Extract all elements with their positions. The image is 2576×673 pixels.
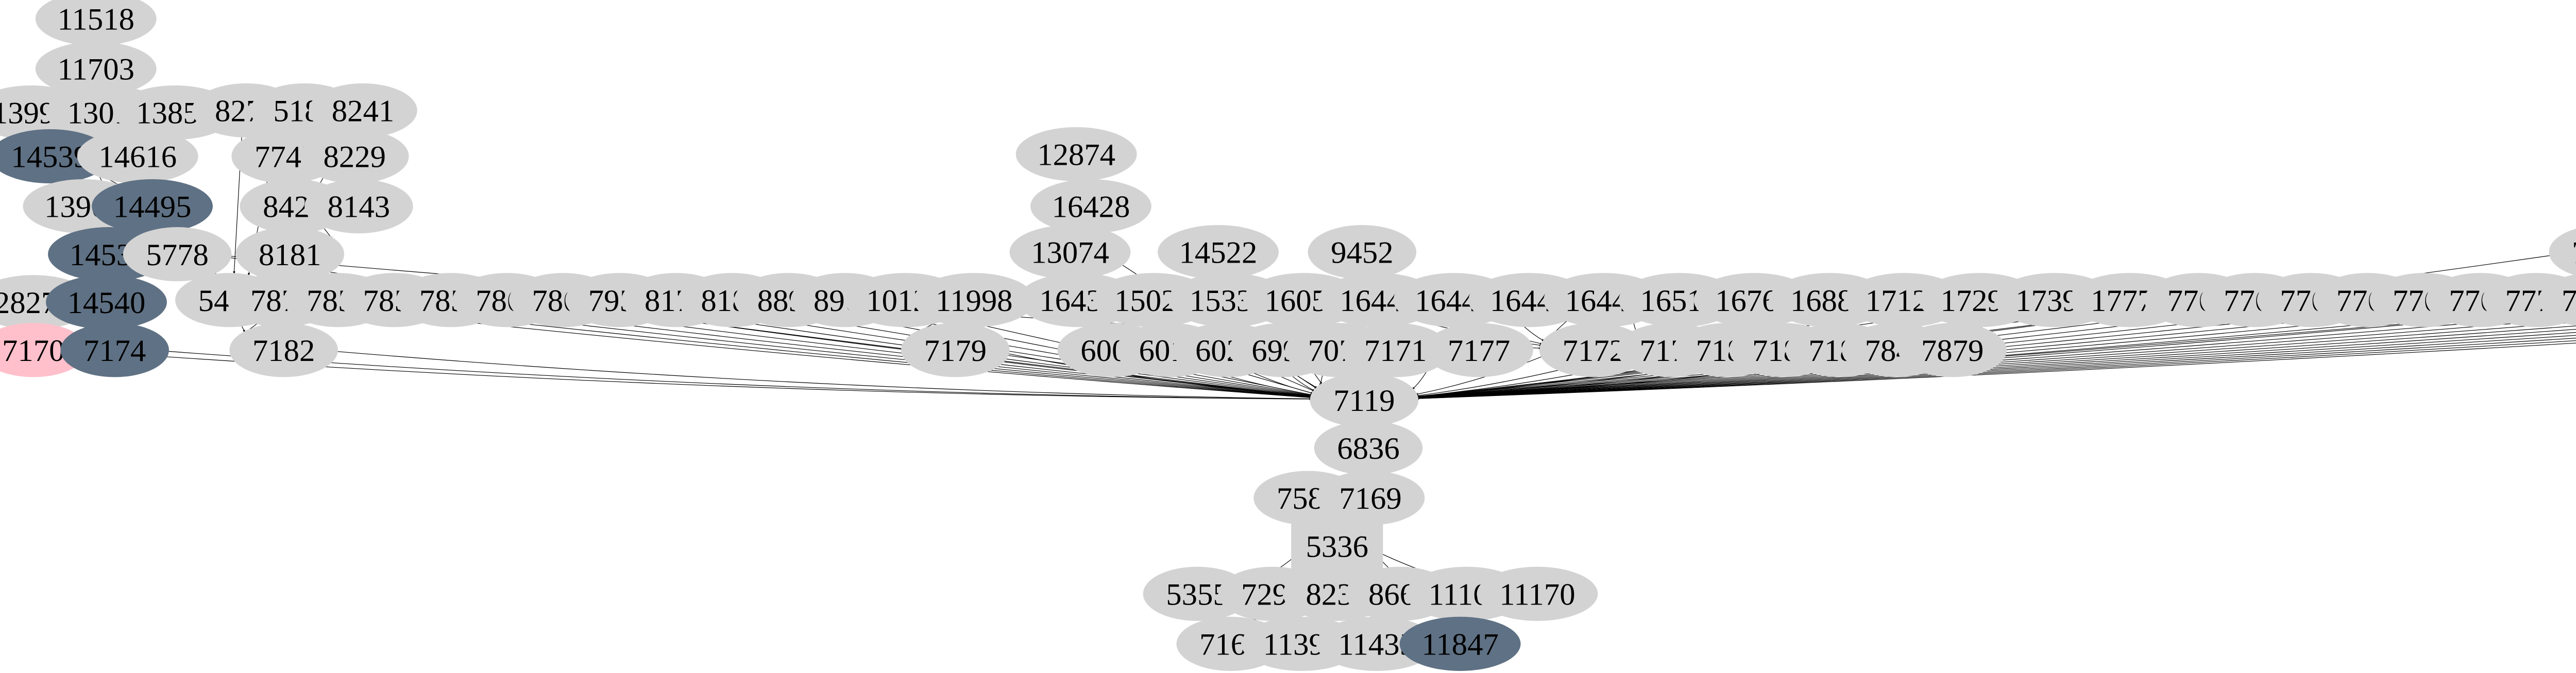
node-ellipse[interactable]	[35, 0, 157, 46]
graph-edge	[1005, 353, 1314, 401]
node-ellipse[interactable]	[1316, 471, 1425, 525]
node-ellipse[interactable]	[1898, 323, 2007, 377]
node-ellipse[interactable]	[1308, 225, 1417, 280]
node-ellipse[interactable]	[1310, 373, 1419, 427]
graph-edge	[1415, 301, 2576, 403]
node-ellipse[interactable]	[309, 83, 417, 138]
node-ellipse[interactable]	[1015, 127, 1137, 182]
graph-edge	[1415, 301, 2576, 403]
graph-node[interactable]: 14495	[92, 179, 213, 234]
graph-node[interactable]: 7174	[60, 323, 169, 377]
graph-edge	[1415, 254, 2576, 402]
graph-edge	[333, 351, 1314, 404]
node-ellipse[interactable]	[123, 227, 232, 282]
node-ellipse[interactable]	[1314, 421, 1423, 475]
node-ellipse[interactable]	[1316, 616, 1437, 671]
graph-edge	[1415, 302, 2576, 403]
graph-node[interactable]: 7179	[901, 323, 1010, 377]
graph-node[interactable]: 8181	[235, 227, 345, 282]
graph-node[interactable]: 16428	[1030, 179, 1151, 234]
node-box[interactable]	[1291, 516, 1383, 575]
graph-node[interactable]: 11998	[913, 273, 1035, 327]
node-ellipse[interactable]	[35, 41, 157, 96]
graph-node[interactable]: 5336	[1291, 516, 1383, 575]
graph-node[interactable]: 7775	[2549, 225, 2576, 279]
node-ellipse[interactable]	[235, 227, 345, 282]
graph-node[interactable]: 14616	[77, 129, 198, 184]
node-ellipse[interactable]	[1539, 323, 1648, 377]
node-ellipse[interactable]	[46, 275, 167, 330]
node-ellipse[interactable]	[2549, 225, 2576, 279]
node-ellipse[interactable]	[1399, 616, 1521, 671]
graph-edge	[1414, 355, 1545, 397]
graph-node[interactable]: 7879	[1898, 323, 2007, 377]
graph-node[interactable]: 11170	[1477, 566, 1598, 621]
graph-edge	[1415, 302, 2576, 403]
node-ellipse[interactable]	[913, 273, 1035, 327]
node-ellipse[interactable]	[2538, 273, 2576, 327]
node-ellipse[interactable]	[1341, 323, 1450, 377]
node-ellipse[interactable]	[0, 129, 111, 184]
graph-node[interactable]: 7182	[229, 323, 338, 377]
graph-node[interactable]: 7177	[1425, 323, 1533, 377]
graph-edge	[1415, 302, 2576, 403]
graph-node[interactable]: 8143	[304, 179, 413, 234]
graph-edge	[1415, 301, 2576, 403]
graph-edge	[1415, 301, 2576, 403]
node-ellipse[interactable]	[1158, 225, 1279, 280]
graph-node[interactable]: 8229	[300, 129, 409, 184]
node-ellipse[interactable]	[60, 323, 169, 377]
graph-node[interactable]: 6836	[1314, 421, 1423, 475]
graph-node[interactable]: 11847	[1399, 616, 1521, 671]
node-ellipse[interactable]	[1030, 179, 1151, 234]
node-ellipse[interactable]	[229, 323, 338, 377]
graph-node[interactable]: 8241	[309, 83, 417, 138]
graph-node[interactable]: 13074	[1009, 225, 1131, 280]
graph-node[interactable]: 9452	[1308, 225, 1417, 280]
graph-node[interactable]: 11518	[35, 0, 157, 46]
node-ellipse[interactable]	[300, 129, 409, 184]
graph-node[interactable]: 12874	[1015, 127, 1137, 182]
graph-edge	[164, 351, 1314, 404]
node-ellipse[interactable]	[1477, 566, 1598, 621]
node-ellipse[interactable]	[92, 179, 213, 234]
graph-edge	[1415, 302, 2576, 403]
node-ellipse[interactable]	[1425, 323, 1533, 377]
graph-node[interactable]: 7119	[1310, 373, 1419, 427]
graph-node[interactable]: 14540	[46, 275, 167, 330]
node-ellipse[interactable]	[77, 129, 198, 184]
node-ellipse[interactable]	[304, 179, 413, 234]
graph-node[interactable]: 5778	[123, 227, 232, 282]
graph-node[interactable]: 14522	[1158, 225, 1279, 280]
node-ellipse[interactable]	[901, 323, 1010, 377]
node-ellipse[interactable]	[0, 323, 88, 377]
node-ellipse[interactable]	[1143, 566, 1252, 621]
node-ellipse[interactable]	[1009, 225, 1131, 280]
